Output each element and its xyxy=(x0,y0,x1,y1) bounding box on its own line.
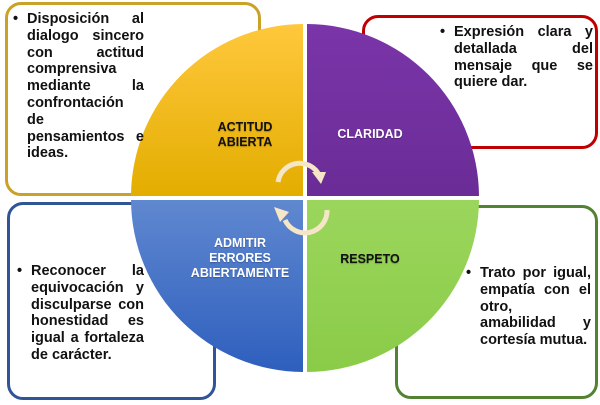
quadrant-label-respeto: RESPETO xyxy=(340,252,400,266)
quadrant-claridad xyxy=(307,24,479,196)
quadrant-admitir-errores xyxy=(131,200,303,372)
quadrant-actitud-abierta xyxy=(131,24,303,196)
box-text-admitir-errores: Reconocer la equivocación y disculparse … xyxy=(17,263,144,364)
quadrant-label-claridad: CLARIDAD xyxy=(337,127,403,141)
quadrant-label-actitud-abierta: ACTITUD ABIERTA xyxy=(217,120,273,149)
arrow-head-icon xyxy=(312,172,326,184)
arrow-head-icon xyxy=(274,207,289,222)
quadrant-respeto xyxy=(307,200,479,372)
cycle-arrows-icon xyxy=(275,160,330,236)
quadrant-label-admitir-errores: ADMITIR ERRORES ABIERTAMENTE xyxy=(190,236,290,280)
box-text-respeto: Trato por igual, empatía con el otro, am… xyxy=(466,265,591,349)
box-text-actitud-abierta: Disposición al dialogo sincero con actit… xyxy=(13,11,144,162)
box-text-claridad: Expresión clara y detallada del mensaje … xyxy=(440,24,593,91)
